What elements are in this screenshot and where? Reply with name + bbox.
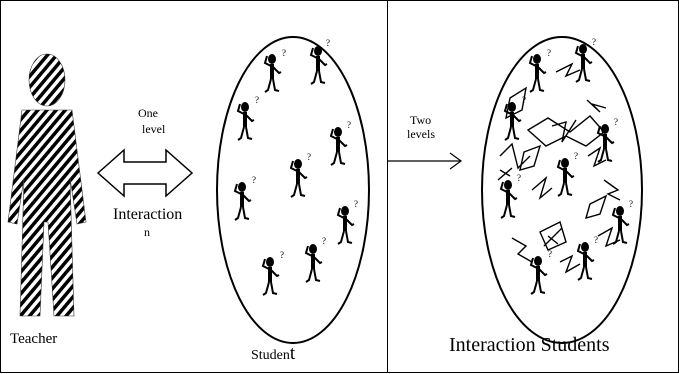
svg-text:?: ? bbox=[522, 95, 526, 105]
svg-text:?: ? bbox=[347, 120, 351, 130]
svg-text:?: ? bbox=[548, 249, 552, 259]
svg-text:?: ? bbox=[307, 152, 311, 162]
teacher-label: Teacher bbox=[10, 331, 58, 347]
svg-text:?: ? bbox=[629, 199, 633, 209]
svg-text:?: ? bbox=[326, 38, 330, 48]
student-label-tail: t bbox=[289, 343, 296, 364]
svg-text:?: ? bbox=[592, 37, 596, 47]
two-levels-arrow bbox=[388, 152, 463, 170]
student-label: Student bbox=[251, 343, 295, 365]
svg-text:?: ? bbox=[547, 48, 551, 58]
svg-text:?: ? bbox=[354, 199, 358, 209]
svg-text:?: ? bbox=[322, 236, 326, 246]
interaction-students-ellipse bbox=[481, 36, 643, 344]
question-marks: ? ? ? ? ? ? ? ? ? ? ? ? ? ? ? ? ? ? bbox=[252, 37, 633, 260]
svg-text:?: ? bbox=[614, 117, 618, 127]
svg-text:?: ? bbox=[280, 250, 284, 260]
one-level-arrow bbox=[96, 148, 194, 198]
student-label-main: Studen bbox=[251, 348, 290, 363]
level-label: level bbox=[142, 122, 166, 136]
interaction-cut-label: n bbox=[144, 225, 150, 239]
interaction-lines-icon bbox=[497, 62, 621, 274]
interaction-students-label: Interaction Students bbox=[449, 334, 610, 356]
teacher-figure-icon bbox=[7, 53, 87, 317]
svg-text:?: ? bbox=[255, 95, 259, 105]
one-label: One bbox=[138, 106, 158, 120]
two-label: Two bbox=[410, 113, 432, 127]
svg-text:?: ? bbox=[517, 173, 521, 183]
students-group-ellipse bbox=[216, 36, 370, 344]
interaction-label: Interaction bbox=[113, 206, 183, 223]
svg-text:?: ? bbox=[594, 235, 598, 245]
svg-text:?: ? bbox=[252, 175, 256, 185]
levels-label: levels bbox=[407, 127, 435, 141]
svg-text:?: ? bbox=[282, 48, 286, 58]
student-figures bbox=[234, 45, 355, 296]
svg-text:?: ? bbox=[574, 151, 578, 161]
